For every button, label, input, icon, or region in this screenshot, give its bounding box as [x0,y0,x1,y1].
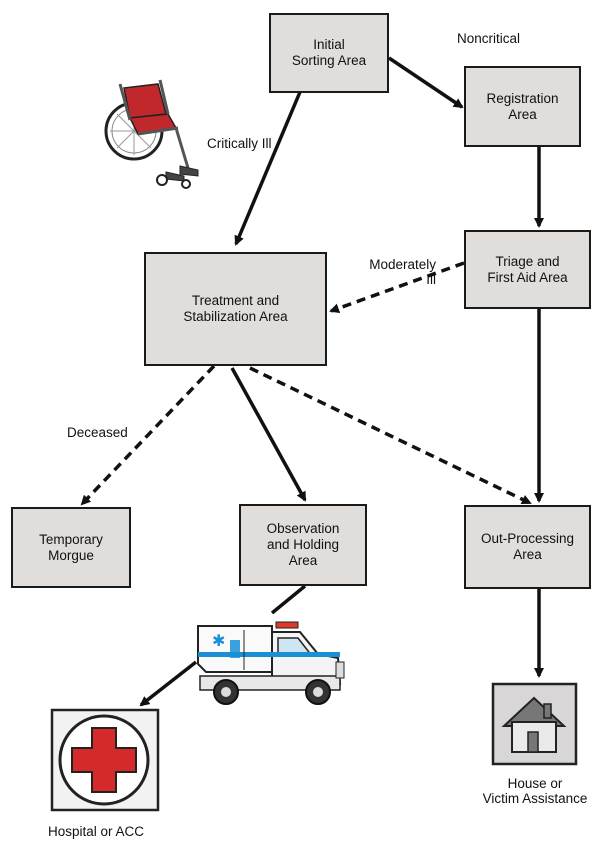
initial-sorting-area-box: Initial Sorting Area [269,13,389,93]
registration-area-box: Registration Area [464,66,581,147]
arrow-treatment-to-observation [230,367,307,502]
noncritical-label: Noncritical [457,31,521,46]
out-processing-area-box: Out-Processing Area [464,505,591,589]
arrow-initial-to-registration [388,56,464,109]
wheelchair-icon [104,79,199,189]
deceased-label: Deceased [67,425,128,440]
temporary-morgue-box: Temporary Morgue [11,507,131,588]
critically-ill-label: Critically Ill [207,136,272,151]
house-icon [491,682,578,766]
ambulance-icon: ✱ [197,621,345,705]
house-or-victim-assistance-label: House or Victim Assistance [482,776,588,806]
arrow-ambulance-to-hospital [139,660,198,707]
svg-text:✱: ✱ [212,631,225,650]
red-cross-icon [50,708,160,812]
observation-holding-area-box: Observation and Holding Area [239,504,367,586]
arrow-initial-to-treatment [234,91,302,246]
treatment-stabilization-area-box: Treatment and Stabilization Area [144,252,327,366]
triage-first-aid-area-box: Triage and First Aid Area [464,230,591,309]
arrow-triage-to-treatment-dashed [329,261,465,313]
hospital-or-acc-label: Hospital or ACC [48,824,145,839]
line-observation-to-ambulance [270,584,307,615]
arrow-treatment-to-outprocessing-dashed [249,366,532,505]
arrow-treatment-to-morgue-dashed [80,364,216,506]
moderately-ill-label: Moderately Ill [369,257,436,287]
